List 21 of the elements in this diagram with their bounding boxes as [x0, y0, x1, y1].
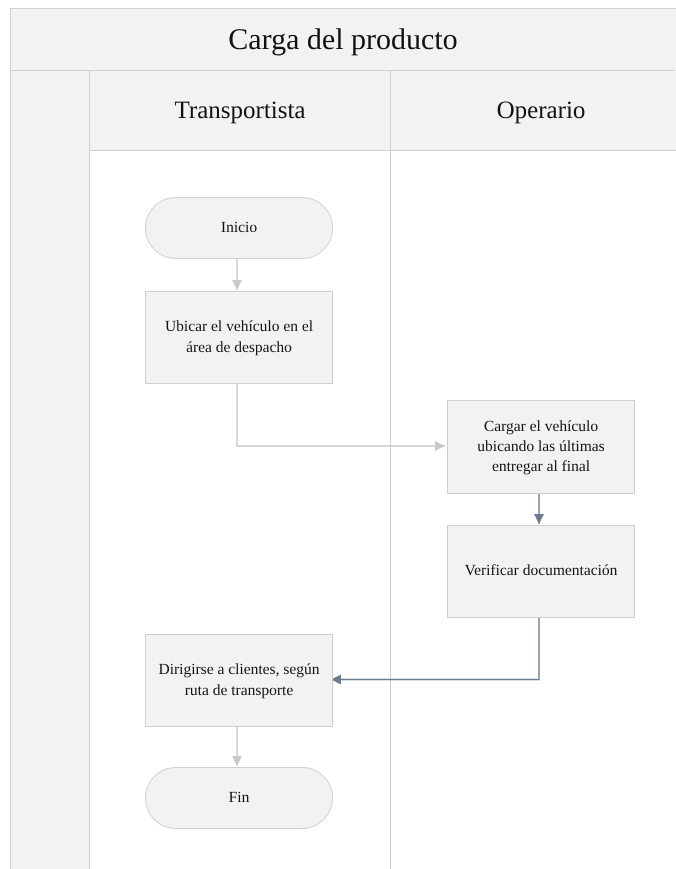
pool-title-text: Carga del producto: [228, 22, 458, 56]
swimlane: [89, 71, 390, 869]
arrow: [534, 492, 544, 524]
lane-title: Transportista: [174, 96, 306, 124]
process-box: [145, 291, 333, 384]
node-text: Cargar el vehículo ubicando las últimas entregar al final: [476, 416, 606, 478]
node-text: Ubicar el vehículo en el área de despacho: [164, 317, 314, 358]
arrow: [330, 616, 540, 684]
swimlane: [390, 71, 676, 869]
process-box: [447, 400, 635, 494]
node-text: Inicio: [220, 218, 258, 238]
node-text: Dirigirse a clientes, según ruta de transporte: [158, 660, 320, 700]
lane-title: Operario: [496, 96, 586, 124]
arrow: [232, 258, 242, 290]
process-box: [145, 634, 333, 727]
arrow: [236, 382, 444, 450]
process-box: [447, 525, 635, 618]
node-text: Verificar documentación: [464, 561, 618, 582]
node-text: Fin: [228, 788, 250, 808]
arrow: [232, 726, 242, 766]
swimlane-pool: [10, 8, 676, 869]
